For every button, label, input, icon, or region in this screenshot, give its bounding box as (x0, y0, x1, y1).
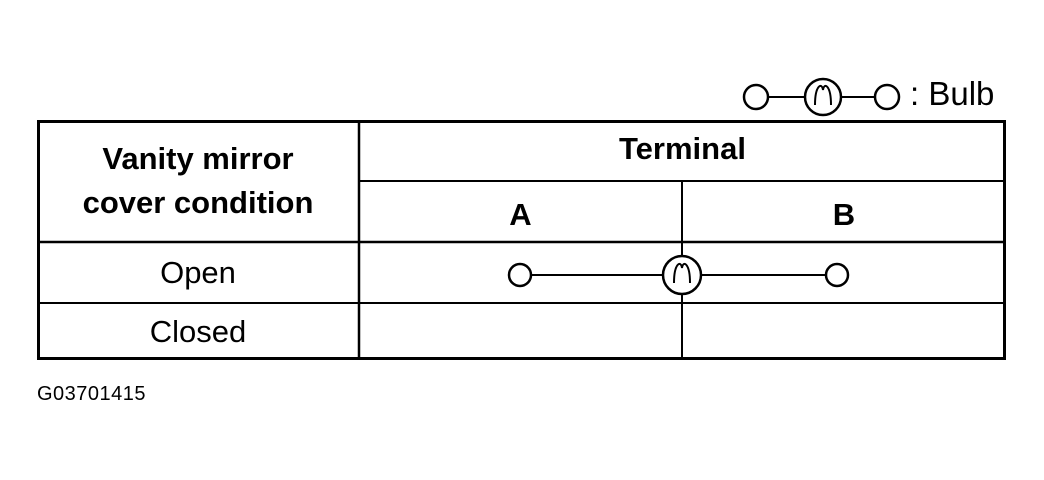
column-header-a: A (509, 196, 532, 232)
bulb-icon (742, 77, 901, 117)
column-header-b: B (832, 196, 856, 232)
row-header-line-2: cover condition (82, 185, 314, 220)
legend-label: : Bulb (910, 75, 995, 112)
row-header: Vanity mirror cover condition (37, 120, 359, 242)
terminal-header: Terminal (619, 130, 746, 166)
row-label-closed: Closed (149, 313, 247, 349)
figure-code: G03701415 (37, 383, 147, 405)
continuity-table: Vanity mirror cover condition Terminal A… (37, 120, 1006, 360)
open-row-bulb-circuit (507, 254, 850, 296)
row-header-line-1: Vanity mirror (102, 141, 294, 176)
row-label-open: Open (160, 254, 236, 290)
legend: : Bulb (738, 72, 1028, 118)
table-grid (37, 120, 1006, 360)
